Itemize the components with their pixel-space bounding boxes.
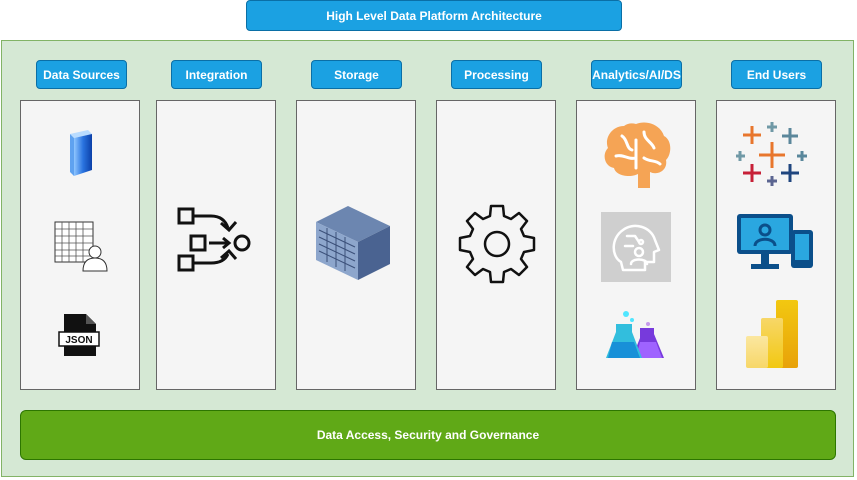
header-processing: Processing — [451, 60, 542, 89]
lab-flask-icon — [606, 311, 664, 358]
database-server-icon — [70, 130, 92, 176]
diagram-title: High Level Data Platform Architecture — [246, 0, 622, 31]
brain-icon — [604, 122, 671, 188]
ai-head-icon — [601, 212, 671, 282]
governance-bar: Data Access, Security and Governance — [20, 410, 836, 460]
column-integration — [156, 100, 276, 390]
column-processing — [436, 100, 556, 390]
header-storage: Storage — [311, 60, 402, 89]
header-analytics: Analytics/AI/DS — [591, 60, 682, 89]
platform-container — [1, 40, 854, 477]
monitor-user-icon — [737, 214, 813, 269]
header-end-users: End Users — [731, 60, 822, 89]
header-integration: Integration — [171, 60, 262, 89]
header-data-sources: Data Sources — [36, 60, 127, 89]
gear-icon — [458, 204, 536, 284]
json-label: JSON — [65, 335, 92, 346]
spreadsheet-user-icon — [54, 221, 108, 272]
data-integration-icon — [177, 207, 251, 272]
power-bi-icon — [746, 300, 798, 368]
tableau-icon — [736, 122, 807, 186]
json-file-icon: JSON — [58, 314, 100, 356]
storage-array-icon — [316, 206, 390, 280]
